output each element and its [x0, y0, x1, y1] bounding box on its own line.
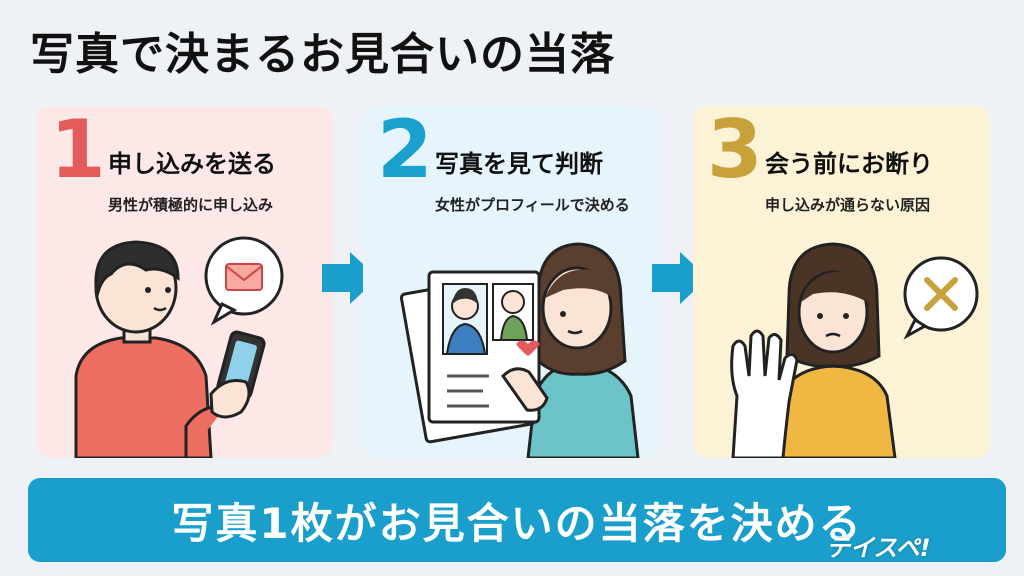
- step-number: 2: [377, 106, 433, 196]
- man-with-phone-illustration: [74, 236, 284, 458]
- step-subtitle: 男性が積極的に申し込み: [108, 196, 274, 214]
- step-heading: 申し込みを送る: [108, 150, 276, 178]
- step-heading: 写真を見て判断: [435, 150, 603, 178]
- step-card-1: 1 申し込みを送る 男性が積極的に申し込み: [36, 106, 333, 458]
- woman-reviewing-profiles-illustration: [399, 242, 640, 458]
- summary-banner: 写真1枚がお見合いの当落を決める: [28, 478, 1006, 562]
- woman-refusing-illustration: [730, 242, 979, 458]
- step-subtitle: 申し込みが通らない原因: [765, 196, 931, 214]
- step-heading: 会う前にお断り: [765, 150, 933, 178]
- step-number: 1: [50, 106, 106, 196]
- step-subtitle: 女性がプロフィールで決める: [435, 196, 630, 214]
- summary-banner-text: 写真1枚がお見合いの当落を決める: [171, 498, 863, 548]
- step-card-3: 3 会う前にお断り 申し込みが通らない原因: [693, 106, 990, 458]
- cross-icon: [924, 277, 958, 311]
- step-number: 3: [707, 106, 763, 196]
- page-title: 写真で決まるお見合いの当落: [30, 29, 615, 80]
- brand-logo: テイスペ!: [826, 534, 931, 562]
- envelope-icon: [225, 263, 263, 291]
- step-card-2: 2 写真を見て判断 女性がプロフィールで決める: [363, 106, 660, 458]
